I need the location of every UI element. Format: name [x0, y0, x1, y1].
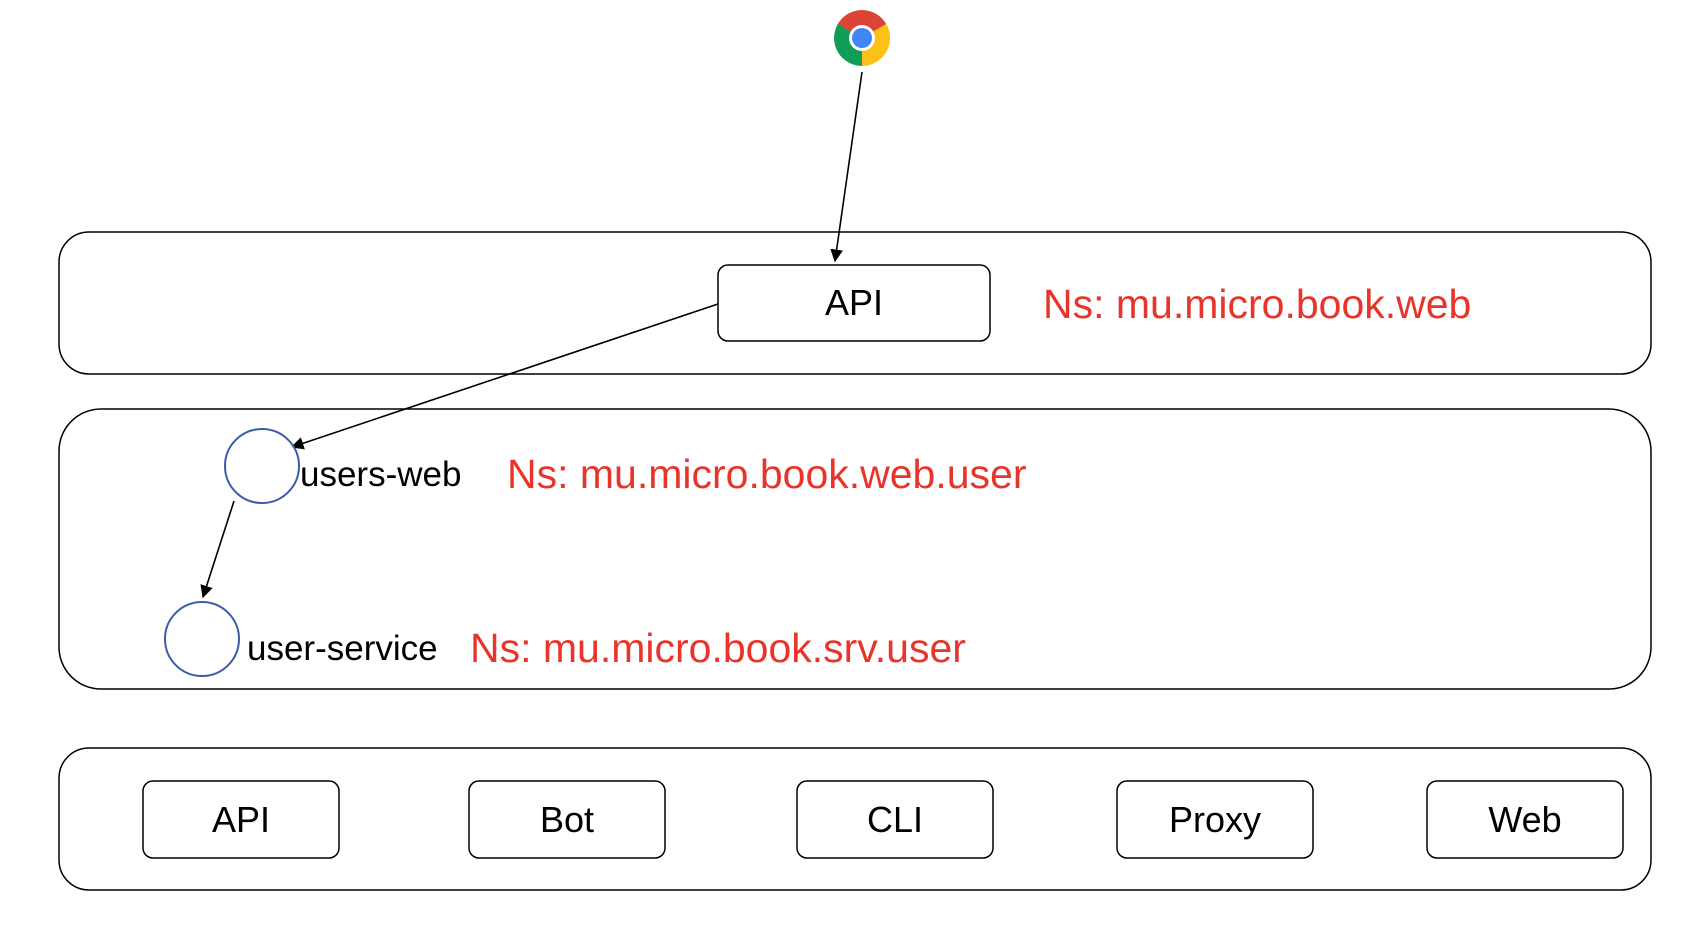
toolkit-item-api: API [142, 780, 340, 859]
chrome-browser-icon [834, 10, 890, 66]
toolkit-item-label: Web [1488, 799, 1561, 840]
arrow-browser-to-api [830, 71, 863, 263]
user-service-node [164, 601, 240, 677]
arrow-api-to-users-web [290, 303, 719, 450]
toolkit-item-label: CLI [867, 799, 923, 840]
arrow-users-web-to-user-service [200, 500, 235, 599]
toolkit-item-proxy: Proxy [1116, 780, 1314, 859]
toolkit-item-label: API [212, 799, 270, 840]
api-gateway-box [717, 264, 991, 342]
toolkit-item-cli: CLI [796, 780, 994, 859]
user-service-label: user-service [247, 629, 438, 668]
toolkit-item-label: Proxy [1169, 799, 1261, 840]
toolkit-item-label: Bot [540, 799, 594, 840]
users-web-label: users-web [300, 455, 461, 494]
api-layer-container [58, 231, 1652, 375]
services-layer-container [58, 408, 1652, 690]
toolkit-item-web: Web [1426, 780, 1624, 859]
api-gateway-label: API [825, 282, 883, 323]
users-web-node [224, 428, 300, 504]
user-service-namespace: Ns: mu.micro.book.srv.user [470, 625, 966, 671]
toolkit-item-bot: Bot [468, 780, 666, 859]
users-web-namespace: Ns: mu.micro.book.web.user [507, 451, 1027, 497]
api-layer-namespace: Ns: mu.micro.book.web [1043, 281, 1471, 327]
toolkit-layer-container [58, 747, 1652, 891]
